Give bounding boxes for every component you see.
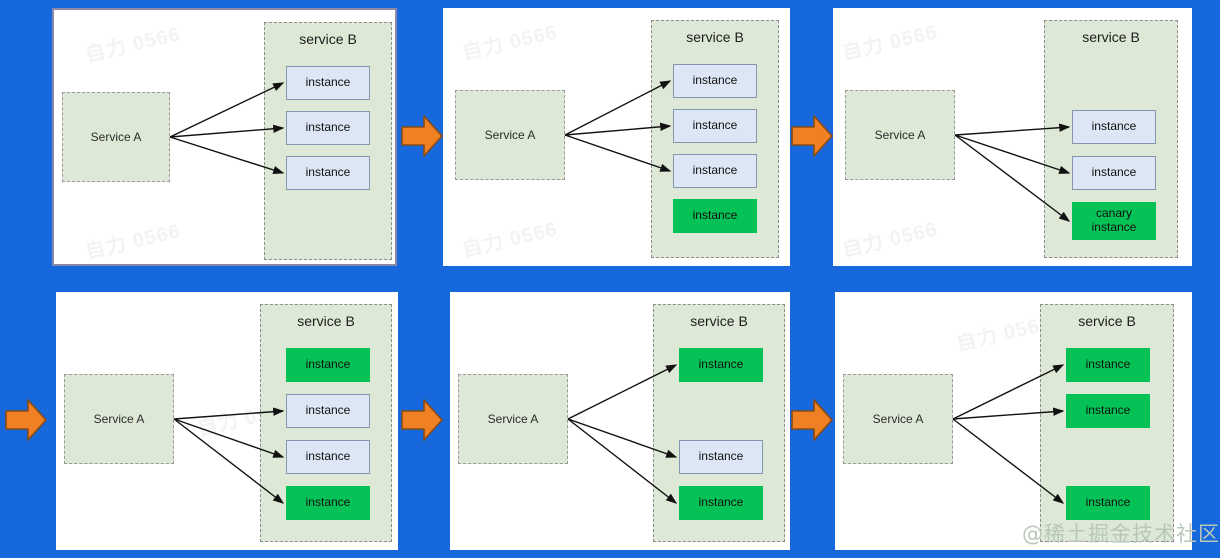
instance-label: instance	[692, 73, 738, 88]
faint-watermark: 自力 0566	[840, 21, 940, 65]
instance-box[interactable]: instance	[679, 440, 763, 474]
orange-right-block-arrow	[791, 115, 833, 157]
service-b-title: service B	[297, 313, 355, 329]
instance-label: instance	[305, 449, 351, 464]
orange-right-block-arrow	[5, 399, 47, 441]
instance-box[interactable]: instance	[679, 348, 763, 382]
orange-right-block-arrow	[401, 115, 443, 157]
service-b-title: service B	[1078, 313, 1136, 329]
service-a-box[interactable]: Service A	[843, 374, 953, 464]
instance-label: instance	[1085, 495, 1131, 510]
service-b-title: service B	[299, 31, 357, 47]
instance-label: canary	[1095, 206, 1132, 221]
instance-label: instance	[698, 495, 744, 510]
instance-label: instance	[1091, 119, 1137, 134]
step-arrow-4-to-5[interactable]	[400, 396, 444, 444]
service-a-box[interactable]: Service A	[62, 92, 170, 182]
service-b-title: service B	[690, 313, 748, 329]
instance-label: instance	[1085, 403, 1131, 418]
faint-watermark: 自力 0566	[83, 23, 183, 67]
instance-label: instance	[305, 75, 351, 90]
instance-box[interactable]: instance	[1072, 110, 1156, 144]
service-a-label: Service A	[90, 130, 142, 144]
instance-box[interactable]: instance	[673, 64, 757, 98]
orange-right-block-arrow	[791, 399, 833, 441]
step-arrow-1-to-2[interactable]	[400, 112, 444, 160]
instance-box[interactable]: instance	[286, 66, 370, 100]
step-arrow-3-to-4[interactable]	[4, 396, 48, 444]
instance-box[interactable]: instance	[1066, 486, 1150, 520]
service-b-box: service B	[651, 20, 779, 258]
instance-box[interactable]: instance	[679, 486, 763, 520]
service-b-title: service B	[686, 29, 744, 45]
instance-box[interactable]: instance	[1072, 156, 1156, 190]
service-a-label: Service A	[93, 412, 145, 426]
service-a-label: Service A	[874, 128, 926, 142]
service-b-box: service B	[264, 22, 392, 260]
service-a-box[interactable]: Service A	[455, 90, 565, 180]
service-a-box[interactable]: Service A	[458, 374, 568, 464]
instance-label: instance	[698, 449, 744, 464]
instance-box[interactable]: instance	[673, 154, 757, 188]
credit-watermark: @稀土掘金技术社区	[1022, 522, 1220, 546]
service-b-title: service B	[1082, 29, 1140, 45]
service-a-label: Service A	[484, 128, 536, 142]
instance-box[interactable]: instance	[673, 109, 757, 143]
faint-watermark: 自力 0566	[954, 312, 1054, 356]
service-a-label: Service A	[872, 412, 924, 426]
faint-watermark: 自力 0566	[83, 220, 183, 264]
service-a-box[interactable]: Service A	[64, 374, 174, 464]
instance-label: instance	[305, 403, 351, 418]
instance-box[interactable]: instance	[286, 348, 370, 382]
instance-box[interactable]: instance	[1066, 348, 1150, 382]
instance-label: instance	[692, 163, 738, 178]
instance-label: instance	[1091, 165, 1137, 180]
step-arrow-5-to-6[interactable]	[790, 396, 834, 444]
instance-label: instance	[692, 118, 738, 133]
instance-label: instance	[305, 165, 351, 180]
instance-label: instance	[305, 357, 351, 372]
service-a-box[interactable]: Service A	[845, 90, 955, 180]
instance-label: instance	[305, 120, 351, 135]
instance-box[interactable]: instance	[673, 199, 757, 233]
instance-label: instance	[698, 357, 744, 372]
instance-box[interactable]: instance	[286, 111, 370, 145]
faint-watermark: 自力 0566	[460, 21, 560, 65]
instance-box[interactable]: instance	[286, 440, 370, 474]
instance-box[interactable]: instance	[286, 486, 370, 520]
faint-watermark: 自力 0566	[840, 218, 940, 262]
instance-label: instance	[1091, 220, 1137, 234]
instance-label: instance	[1085, 357, 1131, 372]
service-a-label: Service A	[487, 412, 539, 426]
instance-label: instance	[305, 495, 351, 510]
step-arrow-2-to-3[interactable]	[790, 112, 834, 160]
faint-watermark: 自力 0566	[460, 218, 560, 262]
instance-box[interactable]: instance	[1066, 394, 1150, 428]
instance-box[interactable]: instance	[286, 156, 370, 190]
orange-right-block-arrow	[401, 399, 443, 441]
instance-label: instance	[692, 208, 738, 223]
instance-box[interactable]: instance	[286, 394, 370, 428]
